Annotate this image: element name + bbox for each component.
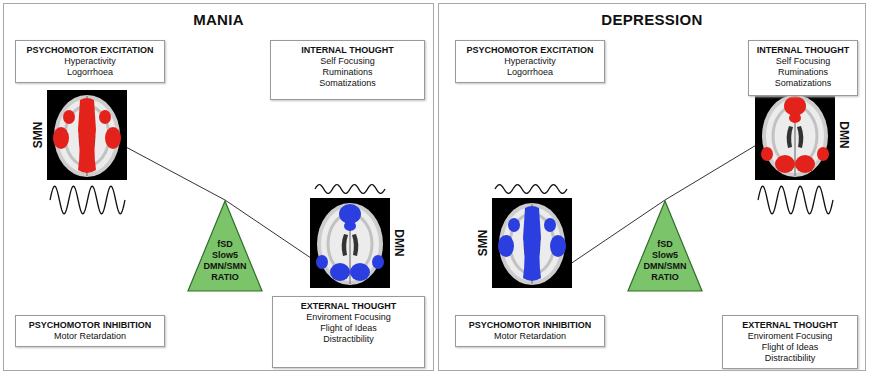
box-item: Hyperactivity [22, 56, 158, 67]
image-area [47, 90, 127, 180]
image-area [492, 198, 572, 288]
box-item: Enviroment Focusing [729, 331, 851, 342]
panel-title: MANIA [4, 11, 433, 28]
network-label: SMN [476, 230, 490, 257]
brain-image [755, 90, 835, 180]
oscillation-wave [758, 186, 833, 214]
box-heading: PSYCHOMOTOR INHIBITION [22, 320, 158, 331]
box-item: Self Focusing [755, 56, 851, 67]
image-area [755, 90, 835, 180]
text-box: EXTERNAL THOUGHTEnviroment FocusingFligh… [272, 296, 425, 368]
text-box: EXTERNAL THOUGHTEnviroment FocusingFligh… [722, 315, 858, 369]
text-box: PSYCHOMOTOR EXCITATIONHyperactivityLogor… [15, 40, 165, 83]
panel-title: DEPRESSION [439, 11, 865, 28]
brain-slice [492, 198, 572, 288]
box-item: Motor Retardation [462, 331, 598, 342]
network-label: DMN [392, 229, 406, 256]
network-label: SMN [31, 122, 45, 149]
brain-slice [755, 90, 835, 180]
box-item: Ruminations [277, 67, 418, 78]
box-item: Distractibility [729, 353, 851, 364]
label-cell: SMN [474, 198, 492, 288]
oscillation-wave [50, 186, 125, 214]
brain-node: DMN [310, 198, 408, 288]
image-area [310, 198, 390, 288]
dmn-activation [316, 204, 384, 281]
label-cell: DMN [390, 198, 408, 288]
triangle-outline [628, 201, 702, 291]
smn-activation [498, 206, 566, 281]
box-item: Flight of Ideas [279, 323, 418, 334]
connector-line [665, 146, 755, 200]
box-heading: INTERNAL THOUGHT [277, 45, 418, 56]
box-heading: PSYCHOMOTOR EXCITATION [462, 45, 598, 56]
box-item: Distractibility [279, 334, 418, 345]
brain-slice [47, 90, 127, 180]
box-heading: PSYCHOMOTOR INHIBITION [462, 320, 598, 331]
dmn-activation [761, 96, 829, 173]
box-item: Logorrhoea [22, 67, 158, 78]
triangle-outline [188, 201, 262, 291]
brain-image [47, 90, 127, 180]
label-cell: DMN [835, 90, 853, 180]
brain-node: DMN [755, 90, 853, 180]
text-box: PSYCHOMOTOR EXCITATIONHyperactivityLogor… [455, 40, 605, 83]
brain-node: SMN [474, 198, 572, 288]
text-box: PSYCHOMOTOR INHIBITIONMotor Retardation [15, 315, 165, 347]
label-cell: SMN [29, 90, 47, 180]
oscillation-wave [315, 185, 385, 194]
box-item: Enviroment Focusing [279, 312, 418, 323]
triangle-label: fSD Slow5 DMN/SMN RATIO [204, 239, 247, 283]
box-heading: PSYCHOMOTOR EXCITATION [22, 45, 158, 56]
box-item: Ruminations [755, 67, 851, 78]
text-box: INTERNAL THOUGHTSelf FocusingRuminations… [748, 40, 858, 96]
connector-line [127, 148, 225, 200]
smn-activation [53, 98, 121, 173]
brain-image [492, 198, 572, 288]
box-item: Self Focusing [277, 56, 418, 67]
box-heading: EXTERNAL THOUGHT [279, 301, 418, 312]
network-label: DMN [837, 121, 851, 148]
text-box: INTERNAL THOUGHTSelf FocusingRuminations… [270, 40, 425, 100]
box-item: Hyperactivity [462, 56, 598, 67]
panel: PSYCHOMOTOR EXCITATIONHyperactivityLogor… [3, 3, 434, 371]
box-item: Flight of Ideas [729, 342, 851, 353]
box-item: Somatizations [755, 78, 851, 89]
oscillation-wave [495, 185, 567, 194]
ratio-triangle: fSD Slow5 DMN/SMN RATIO [627, 200, 703, 292]
triangle-label: fSD Slow5 DMN/SMN RATIO [644, 239, 687, 283]
brain-node: SMN [29, 90, 127, 180]
box-heading: INTERNAL THOUGHT [755, 45, 851, 56]
panel: PSYCHOMOTOR EXCITATIONHyperactivityLogor… [438, 3, 866, 371]
text-box: PSYCHOMOTOR INHIBITIONMotor Retardation [455, 315, 605, 347]
ratio-triangle: fSD Slow5 DMN/SMN RATIO [187, 200, 263, 292]
box-item: Somatizations [277, 78, 418, 89]
box-item: Motor Retardation [22, 331, 158, 342]
brain-slice [310, 198, 390, 288]
brain-image [310, 198, 390, 288]
box-item: Logorrhoea [462, 67, 598, 78]
box-heading: EXTERNAL THOUGHT [729, 320, 851, 331]
